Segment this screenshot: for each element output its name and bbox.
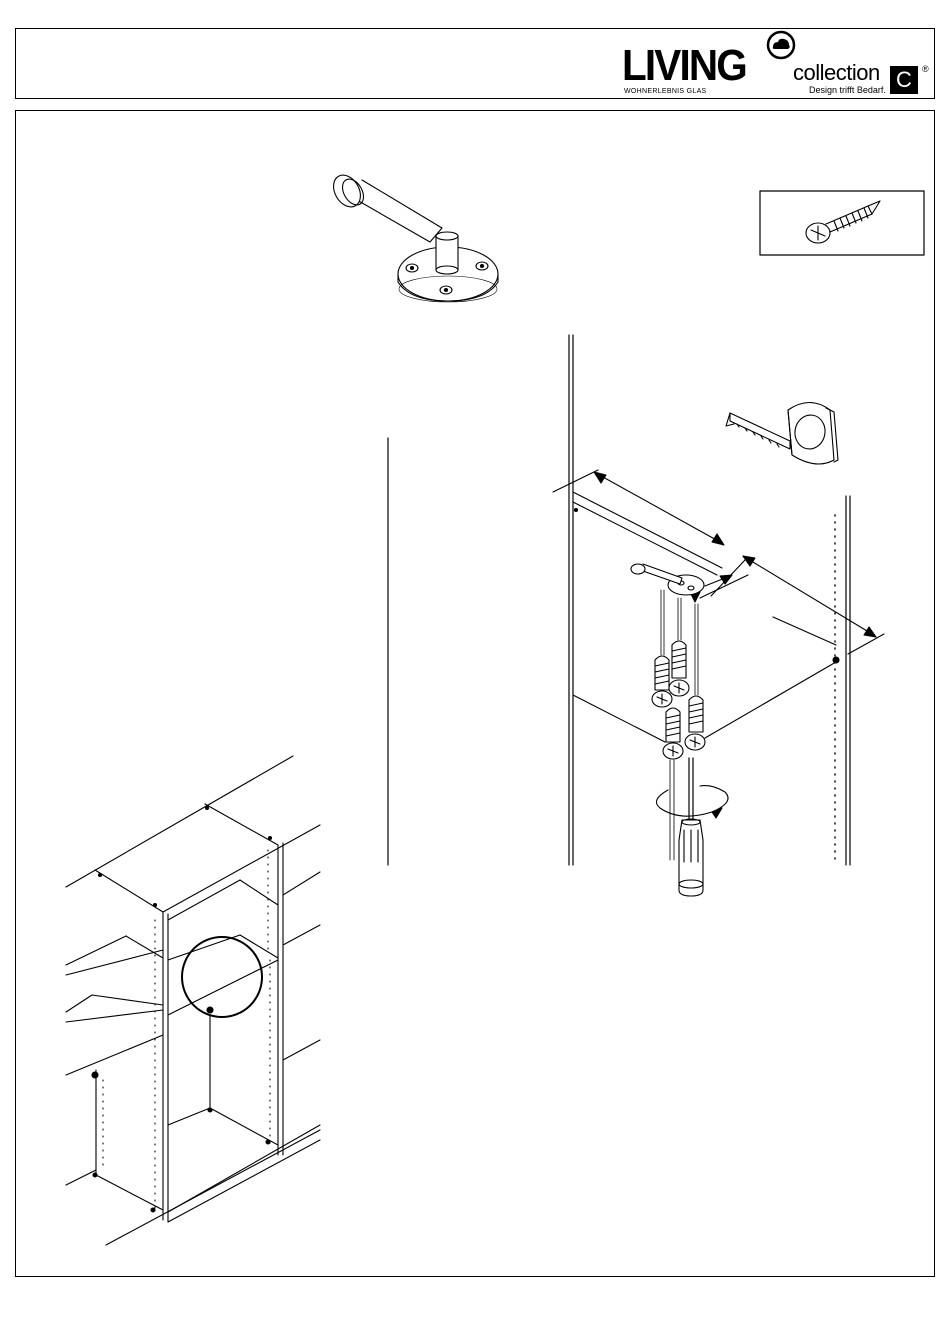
wardrobe-overview	[66, 756, 320, 1245]
screw-icon	[806, 201, 880, 243]
detail-circle-icon	[182, 937, 262, 1017]
screw-icon	[685, 604, 705, 750]
screwdriver-icon	[679, 758, 703, 896]
bracket-detail	[631, 564, 704, 595]
screw-hardware-box	[760, 191, 924, 255]
rotate-arrow-icon	[656, 786, 728, 818]
screw-icon	[669, 598, 689, 696]
dimension-lines	[553, 470, 884, 654]
tape-measure-icon	[726, 403, 838, 465]
hanger-rail-bracket-icon	[328, 170, 498, 302]
